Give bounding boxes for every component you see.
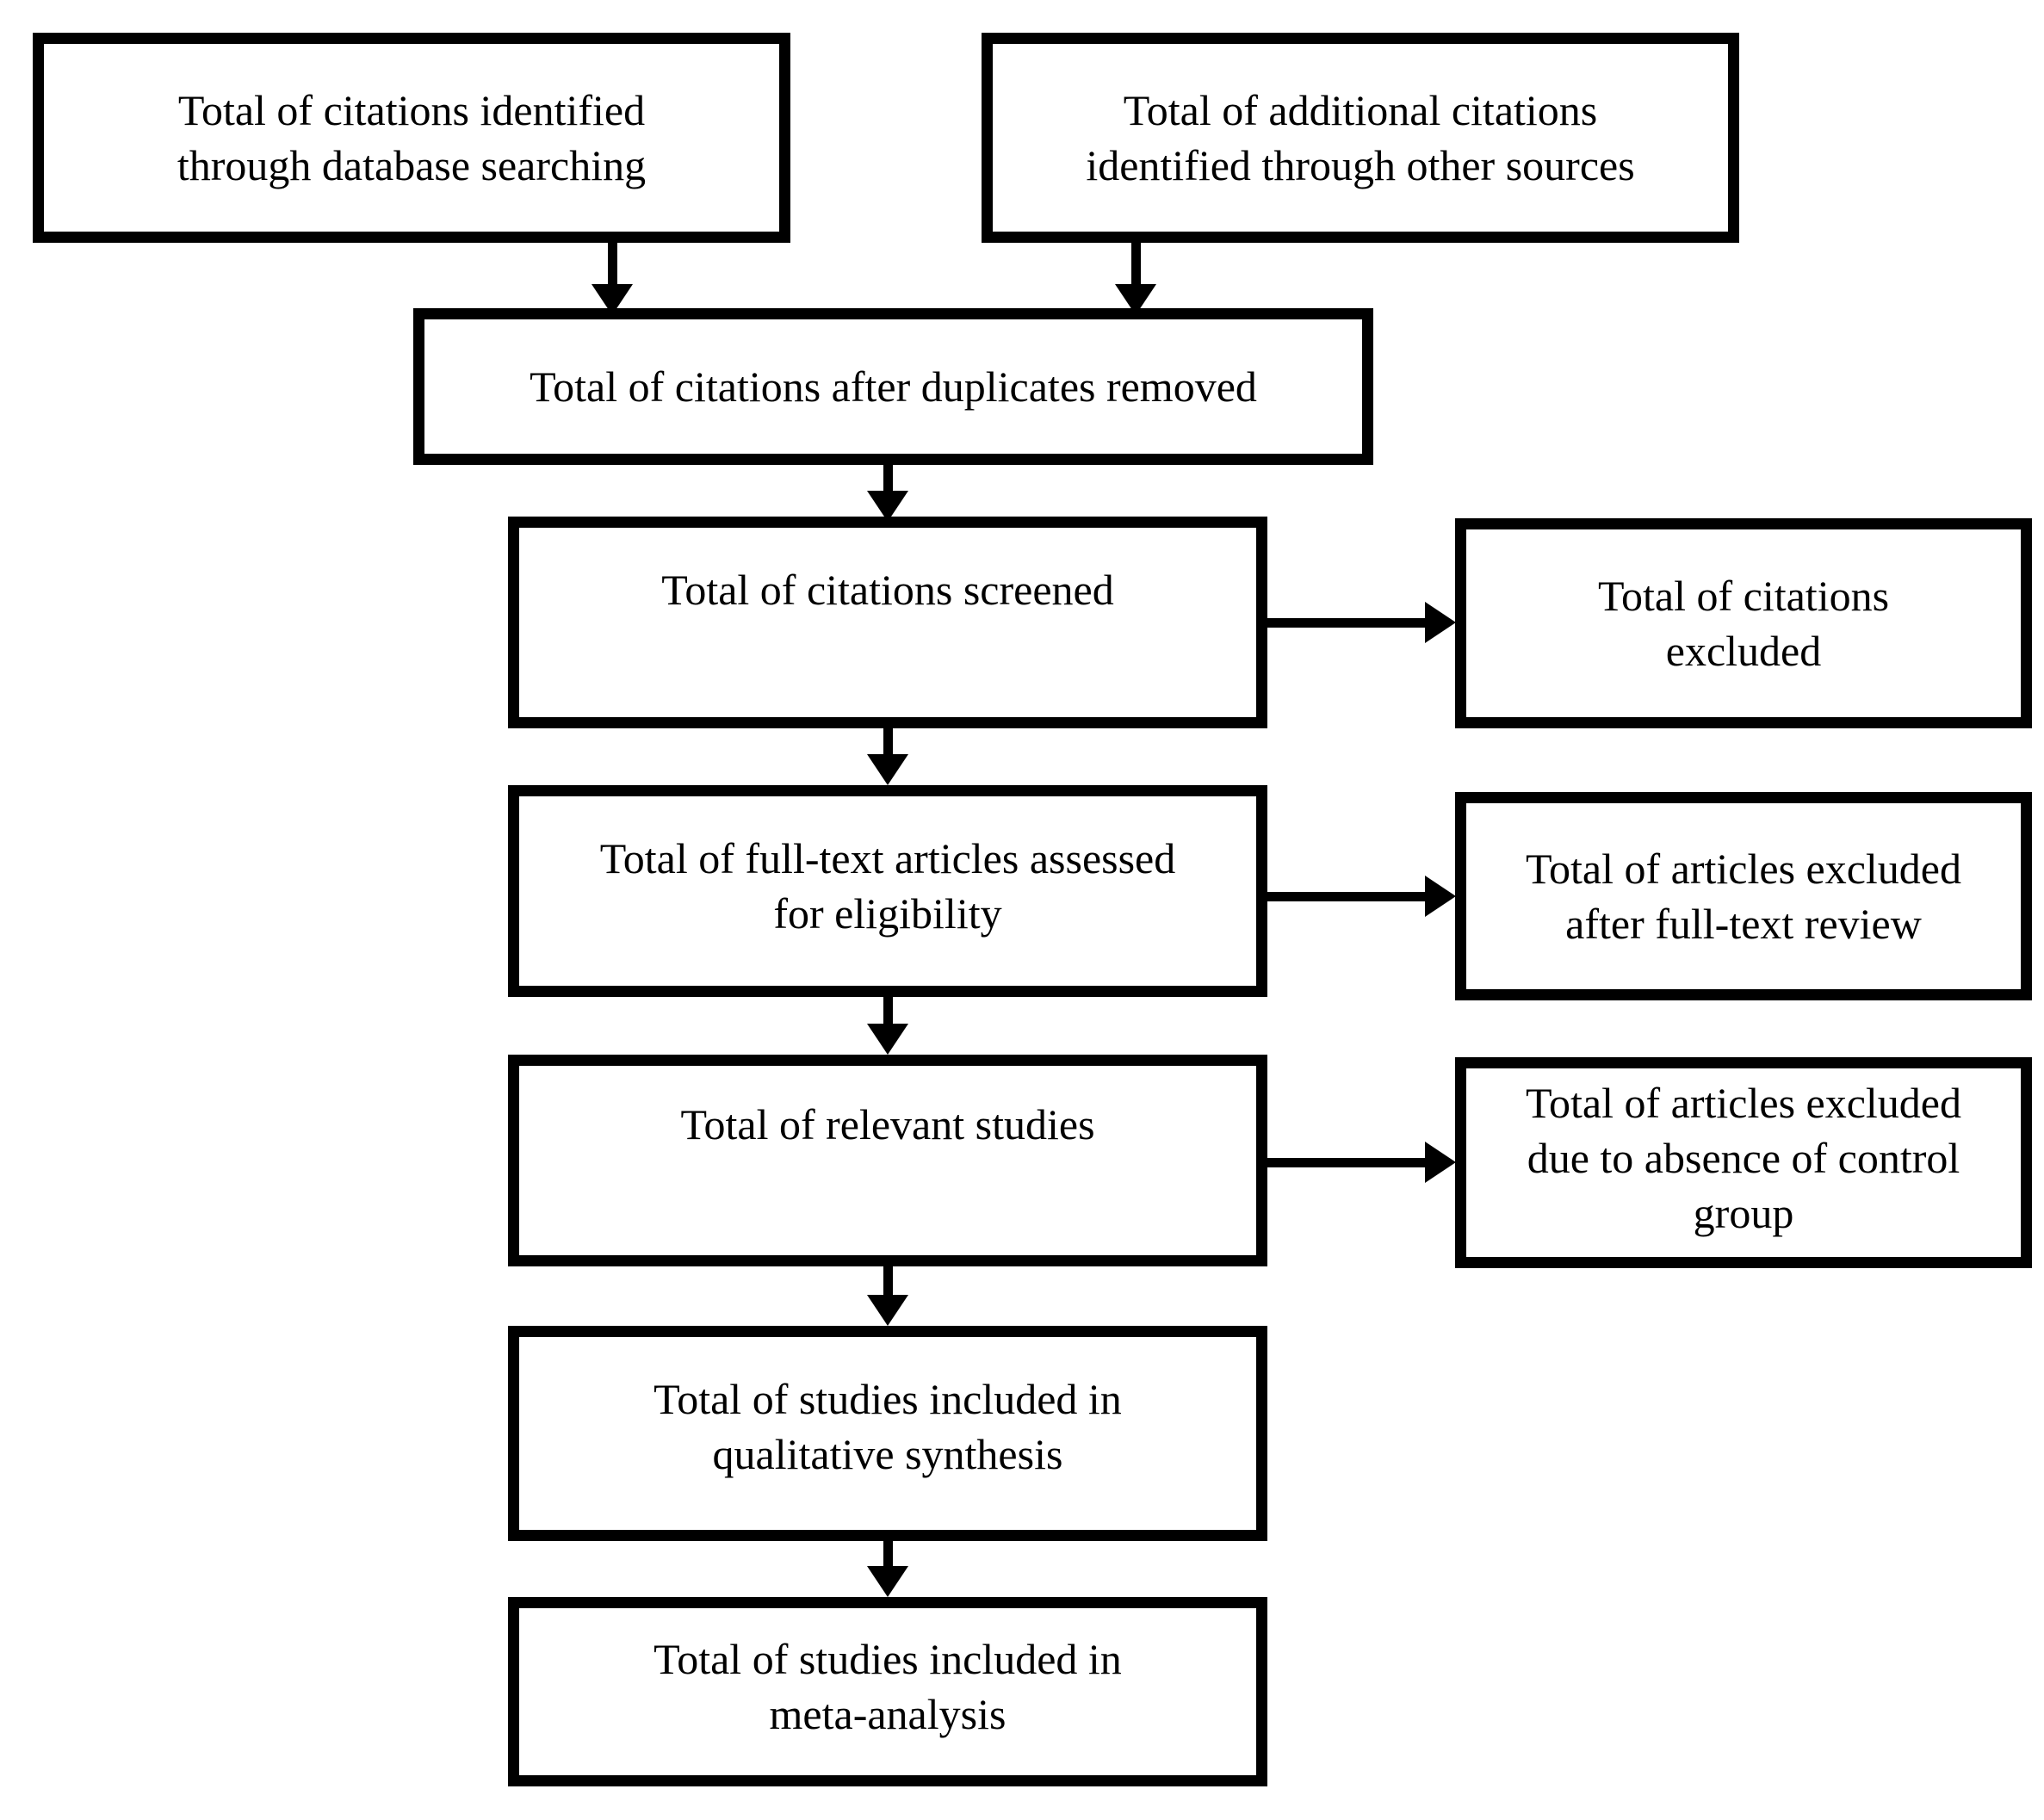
arrowhead-right-icon [1425,602,1456,643]
node-citations-after-duplicates-removed: Total of citations after duplicates remo… [413,308,1373,465]
node-label: Total of relevant studies [680,1100,1095,1148]
arrowhead-right-icon [1425,1142,1456,1183]
connector-other-sources-to-duplicates [1131,243,1141,291]
connector-screened-to-citations-excluded [1267,618,1436,628]
connector-screened-to-fulltext [883,728,893,761]
node-label: Total of citations screened [661,566,1114,614]
connector-relevant-to-qualitative [883,1266,893,1297]
arrowhead-down-icon [867,1566,908,1597]
node-relevant-studies: Total of relevant studies [508,1055,1267,1266]
node-label: Total of citations after duplicates remo… [530,362,1257,411]
connector-fulltext-to-articles-excluded [1267,892,1436,901]
arrowhead-right-icon [1425,876,1456,917]
connector-qualitative-to-meta [883,1541,893,1569]
connector-duplicates-to-screened [883,465,893,501]
arrowhead-down-icon [867,1295,908,1326]
arrowhead-down-icon [867,754,908,785]
connector-relevant-to-control-excluded [1267,1158,1436,1167]
node-citations-screened: Total of citations screened [508,517,1267,728]
connector-db-search-to-duplicates [608,243,617,291]
connector-fulltext-to-relevant [883,997,893,1031]
arrowhead-down-icon [867,1024,908,1055]
